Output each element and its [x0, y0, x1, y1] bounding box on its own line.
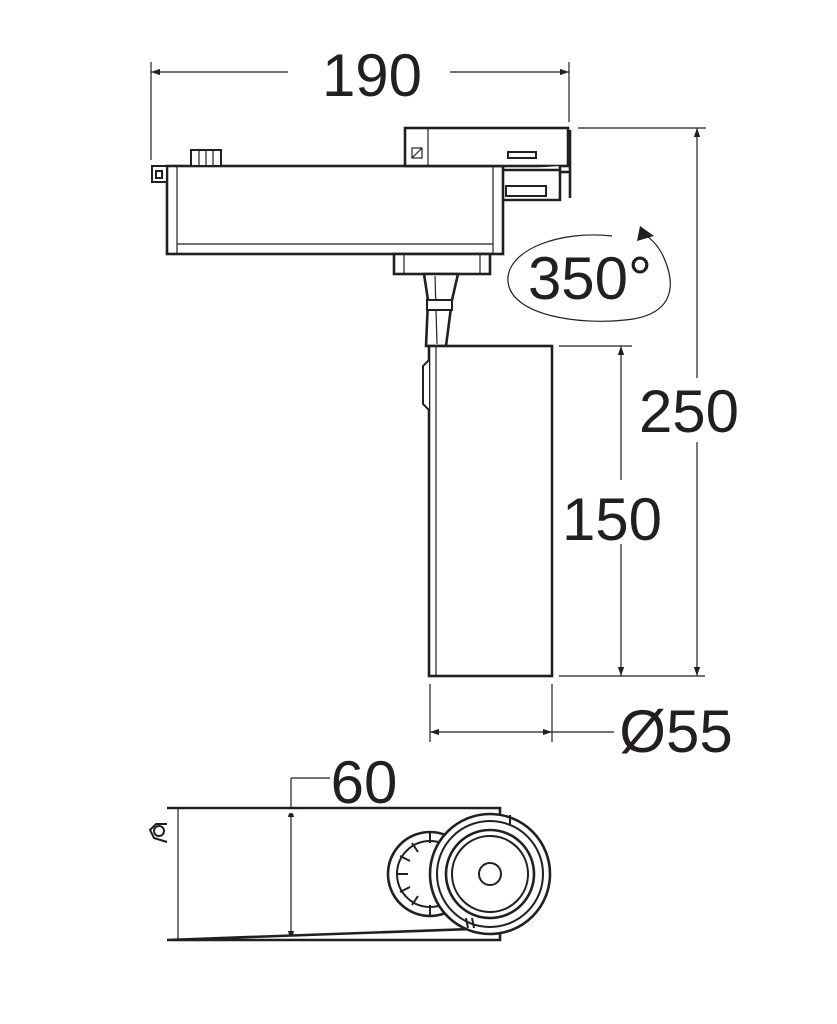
led-chip: [478, 862, 502, 886]
adapter-housing: [165, 164, 505, 256]
connector-block: [403, 126, 570, 168]
lens-outer-ring: [428, 812, 552, 936]
lens-head: [428, 812, 552, 936]
connector-slot: [507, 151, 537, 159]
head-length-label-bg: [564, 480, 666, 544]
lens-notch-bottom-1: [465, 917, 469, 929]
diameter-label: Ø55: [619, 698, 732, 765]
knob-tick-2: [399, 855, 411, 862]
diameter-dimension: Ø55: [429, 684, 733, 765]
top-end-cap-button: [153, 825, 165, 837]
connector-square-marker: [411, 147, 423, 159]
swivel-neck-collar: [426, 299, 453, 311]
rotation-arrowhead: [637, 226, 654, 241]
lens-inner-reflector: [451, 835, 529, 913]
width-label: 190: [322, 42, 422, 109]
height-label: 250: [639, 378, 739, 445]
knob-tick-5: [411, 895, 419, 906]
head-length-dimension: 150: [559, 345, 705, 677]
top-view: 60: [148, 749, 552, 942]
head-length-label: 150: [562, 486, 662, 553]
light-head: [422, 344, 554, 678]
lens-notch-bottom-2: [471, 917, 475, 929]
head-bracket: [422, 359, 430, 411]
swivel-ring: [392, 252, 492, 276]
lens-reflector: [444, 828, 536, 920]
rotation-indicator: 350°: [507, 226, 671, 322]
knob-tick-3: [399, 886, 411, 893]
connector-contact-pin: [505, 185, 547, 197]
track-connector: [403, 126, 572, 202]
height-label-bg: [640, 378, 740, 442]
knob-tick-4: [411, 842, 419, 853]
rotation-ellipse-arc: [507, 231, 671, 322]
overall-height-dimension: 250: [578, 127, 740, 676]
adapter-height-dimension: 60: [287, 749, 398, 940]
lens-bezel: [436, 820, 544, 928]
rotation-label: 350°: [528, 245, 652, 312]
adapter-height-label: 60: [331, 749, 398, 816]
swivel-joint: [392, 252, 492, 348]
width-dimension: 190: [150, 42, 570, 160]
front-view: 190: [150, 42, 740, 765]
connector-square-diagonal: [411, 147, 423, 159]
head-cylinder: [427, 344, 554, 678]
adapter-end-cap-button: [155, 170, 163, 179]
adapter-body: [151, 149, 505, 256]
